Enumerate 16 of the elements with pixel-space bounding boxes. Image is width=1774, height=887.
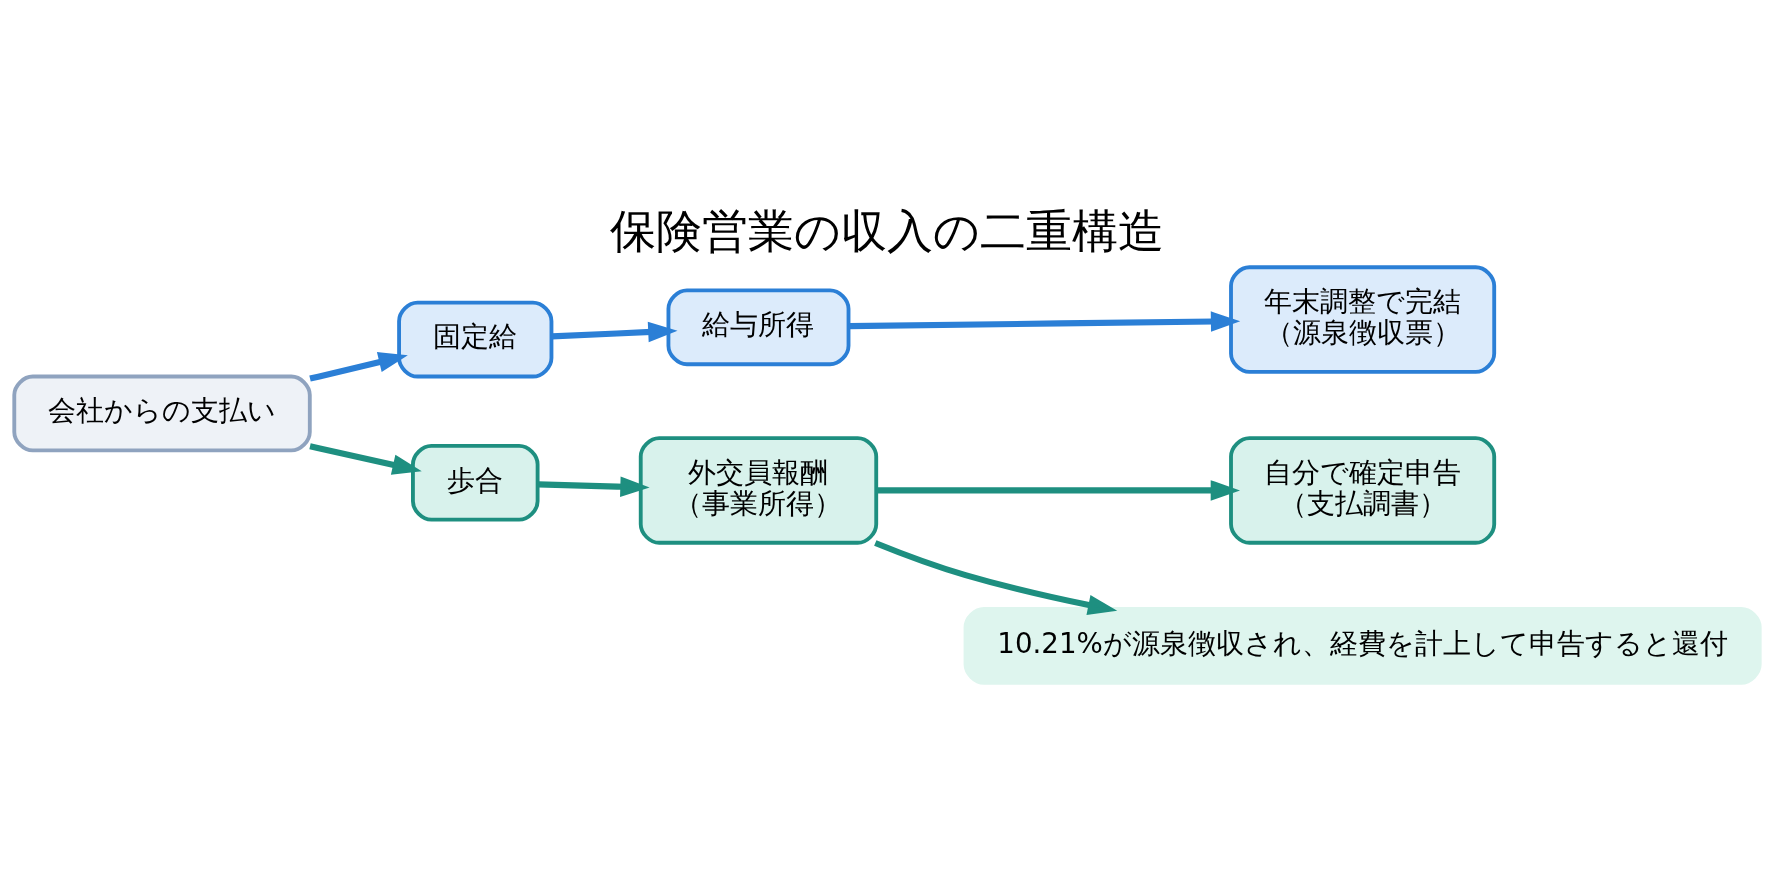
arrow xyxy=(309,443,422,475)
arrow xyxy=(309,352,408,382)
arrow xyxy=(876,480,1241,501)
node-box: 歩合 xyxy=(411,443,540,522)
arrow xyxy=(551,321,678,343)
node-box: 会社からの支払い xyxy=(12,374,312,453)
node-box: 給与所得 xyxy=(666,288,851,367)
arrow xyxy=(848,311,1241,332)
node-box: 自分で確定申告 （支払調書） xyxy=(1229,436,1497,545)
arrow xyxy=(538,476,650,497)
node-box: 年末調整で完結 （源泉徴収票） xyxy=(1229,265,1497,374)
node-box: 外交員報酬 （事業所得） xyxy=(638,436,879,545)
node-box: 10.21%が源泉徴収され、経費を計上して申告すると還付 xyxy=(963,607,1762,685)
arrow xyxy=(874,540,1118,616)
node-box: 固定給 xyxy=(397,300,554,379)
diagram-title: 保険営業の収入の二重構造 xyxy=(610,204,1164,259)
